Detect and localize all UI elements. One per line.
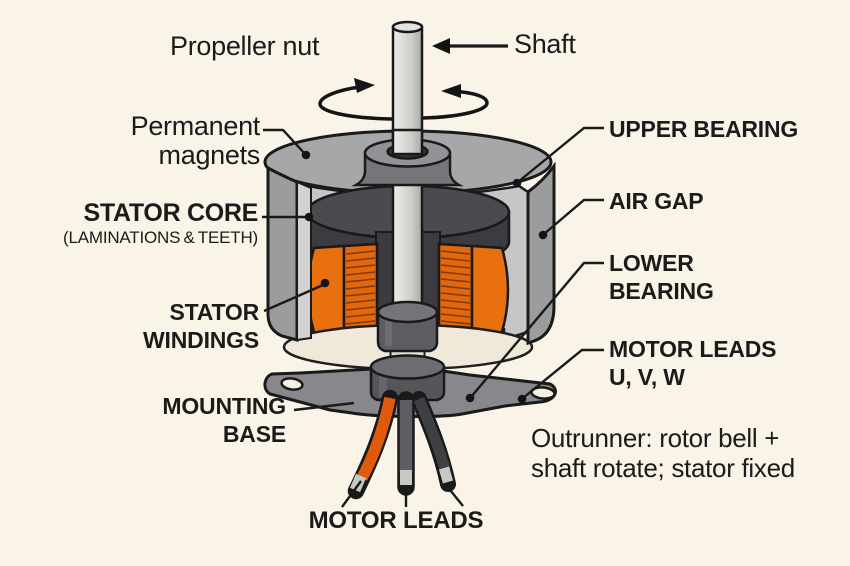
leader-lines	[262, 44, 604, 508]
label-permanent-magnets: Permanent magnets	[130, 111, 261, 170]
label-air-gap: AIR GAP	[609, 188, 704, 214]
label-motor-leads: MOTOR LEADS	[308, 507, 484, 534]
rotor-bell-walls	[266, 161, 556, 346]
label-upper-bearing: UPPER BEARING	[609, 116, 799, 142]
label-mounting-base: MOUNTING BASE	[162, 393, 286, 447]
label-stator-core: STATOR CORE (LAMINATIONS & TEETH)	[63, 199, 258, 248]
lower-bearing-collar	[376, 300, 439, 353]
label-propeller-nut: Propeller nut	[170, 31, 320, 61]
motor-lead-wires	[347, 389, 456, 500]
label-stator-windings: STATOR WINDINGS	[143, 299, 259, 353]
wire-dark-bare-tip	[438, 466, 454, 484]
outrunner-note: Outrunner: rotor bell + shaft rotate; st…	[531, 423, 795, 483]
upper-bearing-hub	[351, 128, 464, 187]
base-hole-left	[280, 377, 304, 391]
shaft-arrowhead	[432, 38, 450, 54]
wire-dark	[413, 396, 451, 472]
rotation-arrows-icon	[318, 78, 489, 121]
label-shaft: Shaft	[514, 29, 576, 59]
label-lower-bearing: LOWER BEARING	[609, 250, 714, 304]
wire-orange	[356, 396, 396, 481]
label-motor-leads-uvw: MOTOR LEADS U, V, W	[609, 336, 777, 390]
base-hub-boss	[369, 354, 446, 402]
leader-dots	[301, 38, 548, 404]
